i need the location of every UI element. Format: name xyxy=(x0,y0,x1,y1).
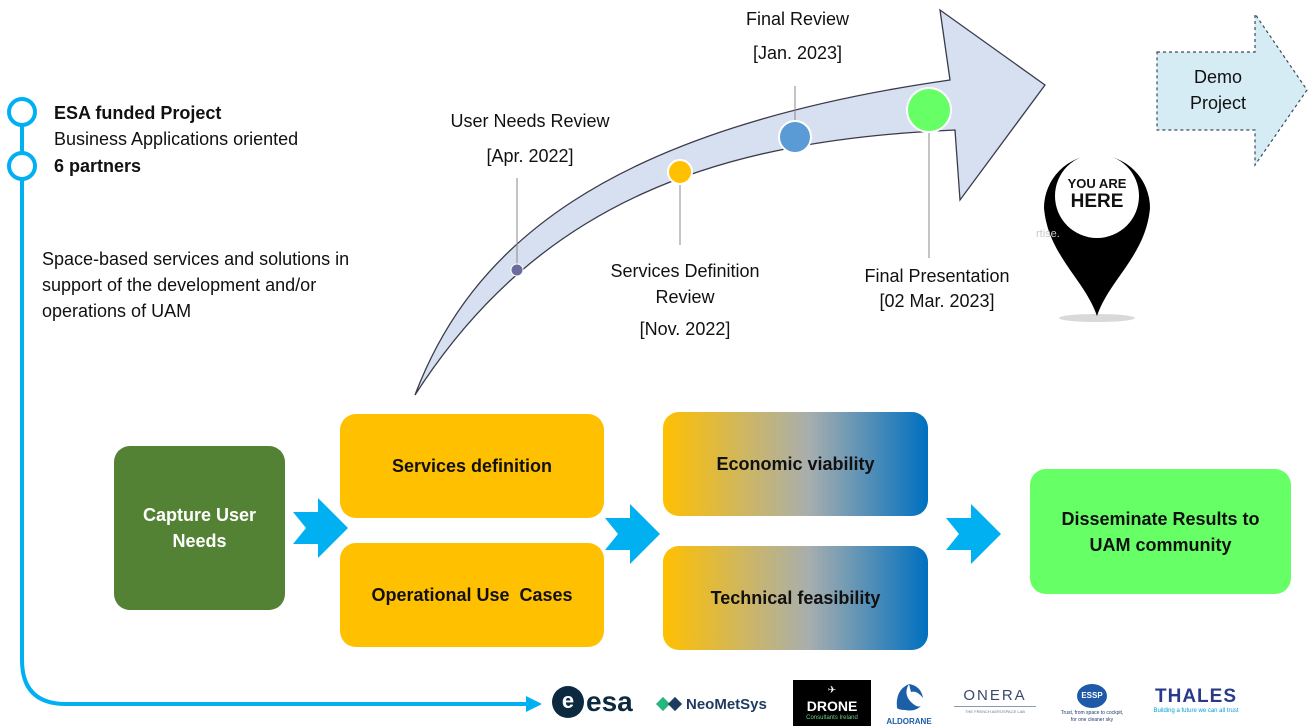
timeline-arrowhead-icon xyxy=(526,696,542,712)
milestone-1-title: User Needs Review xyxy=(450,111,610,131)
essp-logo-subtext-2: for one cleaner sky xyxy=(1070,717,1114,723)
neometsys-diamond-icon-2 xyxy=(667,696,683,712)
chevron-arrow-3 xyxy=(946,504,1001,564)
operational-use-cases-label: Operational Use Cases xyxy=(371,585,573,605)
pin-label-line1: YOU ARE xyxy=(1067,176,1127,191)
intro-description: Space-based services and solutions in su… xyxy=(42,249,350,321)
milestone-dot-4 xyxy=(906,87,952,133)
thales-logo-text: THALES xyxy=(1155,686,1237,707)
milestone-2-date: [Nov. 2022] xyxy=(639,319,731,339)
pin-watermark: rtise. xyxy=(1036,228,1060,240)
capture-user-needs-label: Capture User Needs xyxy=(142,505,257,551)
esa-logo-icon: e xyxy=(552,686,584,718)
drone-logo-subtext: Consultants Ireland xyxy=(806,715,858,721)
onera-logo-text: ONERA xyxy=(963,687,1027,704)
essp-logo: ESSP Trust, from space to cockpit, for o… xyxy=(1054,684,1130,724)
technical-feasibility-label: Technical feasibility xyxy=(710,588,881,608)
milestone-3-date: [Jan. 2023] xyxy=(752,43,843,63)
drone-icon: ✈ xyxy=(827,685,837,696)
essp-logo-text: ESSP xyxy=(1077,684,1107,708)
pin-shadow xyxy=(1059,314,1135,322)
esa-logo-text: esa xyxy=(586,686,633,717)
disseminate-results-label: Disseminate Results to UAM community xyxy=(1061,508,1260,555)
thales-logo-subtext: Building a future we can all trust xyxy=(1153,708,1239,714)
timeline-node-2 xyxy=(7,151,37,181)
economic-viability-box: Economic viability xyxy=(663,412,928,516)
chevron-arrow-2 xyxy=(605,504,660,564)
thales-logo: THALES Building a future we can all trus… xyxy=(1144,687,1248,715)
demo-project-label: Demo Project xyxy=(1189,67,1247,113)
intro-line-2: Business Applications oriented xyxy=(54,129,299,149)
milestone-dot-2 xyxy=(667,159,693,185)
milestone-4-title: Final Presentation xyxy=(864,266,1010,286)
pin-label-line2: HERE xyxy=(1070,191,1124,212)
milestone-1-date: [Apr. 2022] xyxy=(486,146,574,166)
intro-line-1: ESA funded Project xyxy=(54,103,222,123)
neometsys-logo-text: NeoMetSys xyxy=(686,695,767,713)
milestone-dot-1 xyxy=(510,263,524,277)
milestone-3-title: Final Review xyxy=(745,9,850,29)
intro-line-3: 6 partners xyxy=(54,156,142,176)
timeline-node-1 xyxy=(7,97,37,127)
essp-logo-subtext-1: Trust, from space to cockpit, xyxy=(1060,710,1124,716)
milestone-4-date: [02 Mar. 2023] xyxy=(879,291,995,311)
capture-user-needs-box: Capture User Needs xyxy=(114,446,285,610)
aldorane-logo: ALDORANE xyxy=(884,680,934,726)
operational-use-cases-box: Operational Use Cases xyxy=(340,543,604,647)
left-timeline-line xyxy=(20,180,528,706)
drone-logo-text: DRONE xyxy=(806,698,858,714)
services-definition-box: Services definition xyxy=(340,414,604,518)
demo-project-arrow xyxy=(1156,12,1308,167)
aldorane-icon xyxy=(896,684,923,711)
technical-feasibility-box: Technical feasibility xyxy=(663,546,928,650)
aldorane-logo-text: ALDORANE xyxy=(886,717,932,726)
roadmap-arrow xyxy=(414,8,1046,396)
milestone-dot-3 xyxy=(778,120,812,154)
pin-inner-circle xyxy=(1055,154,1139,238)
onera-logo: ONERA THE FRENCH AEROSPACE LAB xyxy=(950,688,1040,715)
esa-logo: e esa xyxy=(552,684,642,720)
chevron-arrow-1 xyxy=(293,498,348,558)
milestone-2-title: Services Definition Review xyxy=(610,261,760,307)
onera-logo-subtext: THE FRENCH AEROSPACE LAB xyxy=(965,709,1025,714)
drone-consultants-logo: ✈ DRONE Consultants Ireland xyxy=(793,680,871,726)
disseminate-results-box: Disseminate Results to UAM community xyxy=(1030,469,1291,594)
neometsys-logo: NeoMetSys xyxy=(655,692,767,716)
services-definition-label: Services definition xyxy=(391,456,553,476)
economic-viability-label: Economic viability xyxy=(716,454,875,474)
